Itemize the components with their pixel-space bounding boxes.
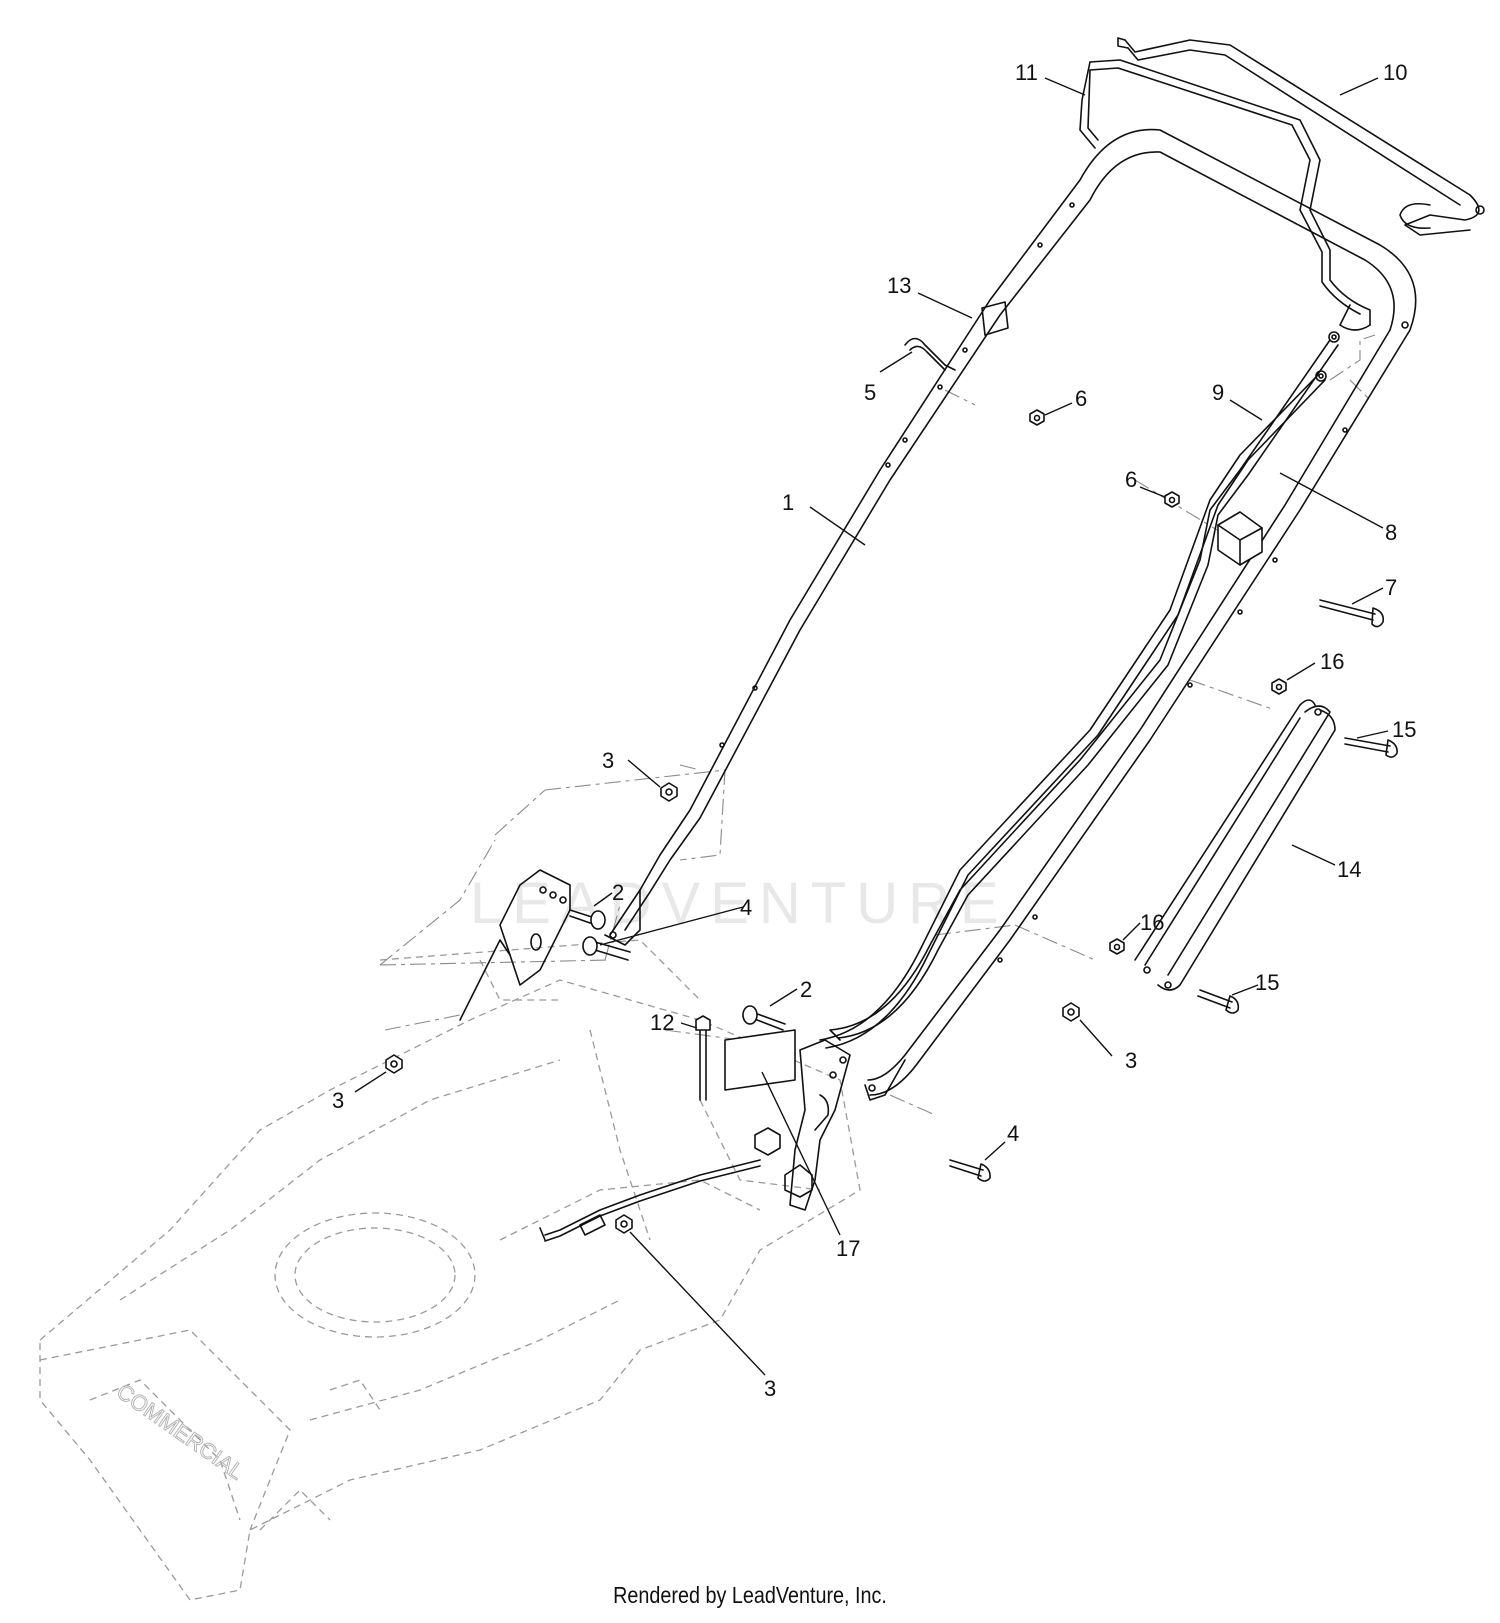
- callout-6-middle: 6: [1125, 467, 1137, 492]
- part-11-bail-lever: [1079, 59, 1409, 331]
- callout-3-lower: 3: [764, 1376, 776, 1401]
- callout-16-lower: 16: [1140, 910, 1164, 935]
- part-12-bolt: [695, 1015, 711, 1101]
- footer-credit: Rendered by LeadVenture, Inc.: [613, 1582, 887, 1608]
- part-16-nut-lower: [1109, 938, 1125, 955]
- part-6-nut-middle: [1164, 491, 1180, 508]
- callout-17: 17: [836, 1236, 860, 1261]
- part-3-nut-right: [1062, 1002, 1080, 1022]
- part-15-bolt-upper: [1344, 737, 1398, 758]
- callout-7: 7: [1385, 575, 1397, 600]
- throttle-cable: [539, 1159, 761, 1242]
- part-3-nut-deck-left: [385, 1054, 403, 1074]
- part-3-nut-lower: [615, 1214, 633, 1234]
- callout-11: 11: [1015, 60, 1038, 85]
- callout-15-upper: 15: [1392, 717, 1416, 742]
- part-15-bolt-lower: [1197, 989, 1240, 1014]
- callout-10: 10: [1383, 60, 1407, 85]
- callout-14: 14: [1337, 857, 1361, 882]
- part-8-control-cable: [829, 331, 1340, 1041]
- callout-6-upper: 6: [1075, 386, 1087, 411]
- cable-clamp: [1217, 511, 1263, 566]
- part-4-bolt-lower: [949, 1159, 991, 1182]
- callout-3-right: 3: [1125, 1048, 1137, 1073]
- part-6-nut-upper: [1029, 409, 1045, 426]
- part-14-handle-brace: [1134, 699, 1336, 991]
- part-4-bolt-upper: [582, 936, 631, 961]
- callout-labels: 11 10 13 5 6 9 6 8 7 1 16 15 14 16 15 3 …: [332, 60, 1416, 1401]
- callout-4-upper: 4: [740, 895, 752, 920]
- part-7-bolt: [1319, 599, 1385, 628]
- callout-1: 1: [782, 490, 794, 515]
- part-10-bail-bar: [1117, 37, 1485, 236]
- leader-lines: [354, 77, 1389, 1376]
- callout-4-lower: 4: [1007, 1121, 1019, 1146]
- part-1-upper-handle: [604, 128, 1417, 1101]
- part-16-nut-upper: [1271, 678, 1287, 695]
- assembly-planes: [379, 334, 1376, 1116]
- part-2-bolt-lower: [742, 1005, 786, 1031]
- callout-13: 13: [887, 273, 911, 298]
- callout-15-lower: 15: [1255, 970, 1279, 995]
- part-9-control-cable: [819, 370, 1327, 1049]
- callout-3-upper-left: 3: [602, 748, 614, 773]
- part-17-mount-bracket: [724, 1029, 851, 1211]
- callout-16-upper: 16: [1320, 649, 1344, 674]
- svg-text:COMMERCIAL: COMMERCIAL: [112, 1379, 248, 1485]
- callout-9: 9: [1212, 380, 1224, 405]
- part-13-decal: [981, 301, 1009, 336]
- callout-3-deck-left: 3: [332, 1088, 344, 1113]
- part-3-nut-upper-left: [660, 782, 678, 802]
- watermark-text: LEADVENTURE: [470, 871, 1009, 936]
- part-2-bolt-upper: [569, 909, 606, 930]
- callout-2-lower: 2: [800, 977, 812, 1002]
- part-5-cable-clip: [904, 337, 956, 371]
- callout-8: 8: [1385, 520, 1397, 545]
- callout-2-upper: 2: [612, 880, 624, 905]
- left-mount-bracket: [459, 869, 571, 1021]
- callout-5: 5: [864, 380, 876, 405]
- callout-12: 12: [650, 1010, 674, 1035]
